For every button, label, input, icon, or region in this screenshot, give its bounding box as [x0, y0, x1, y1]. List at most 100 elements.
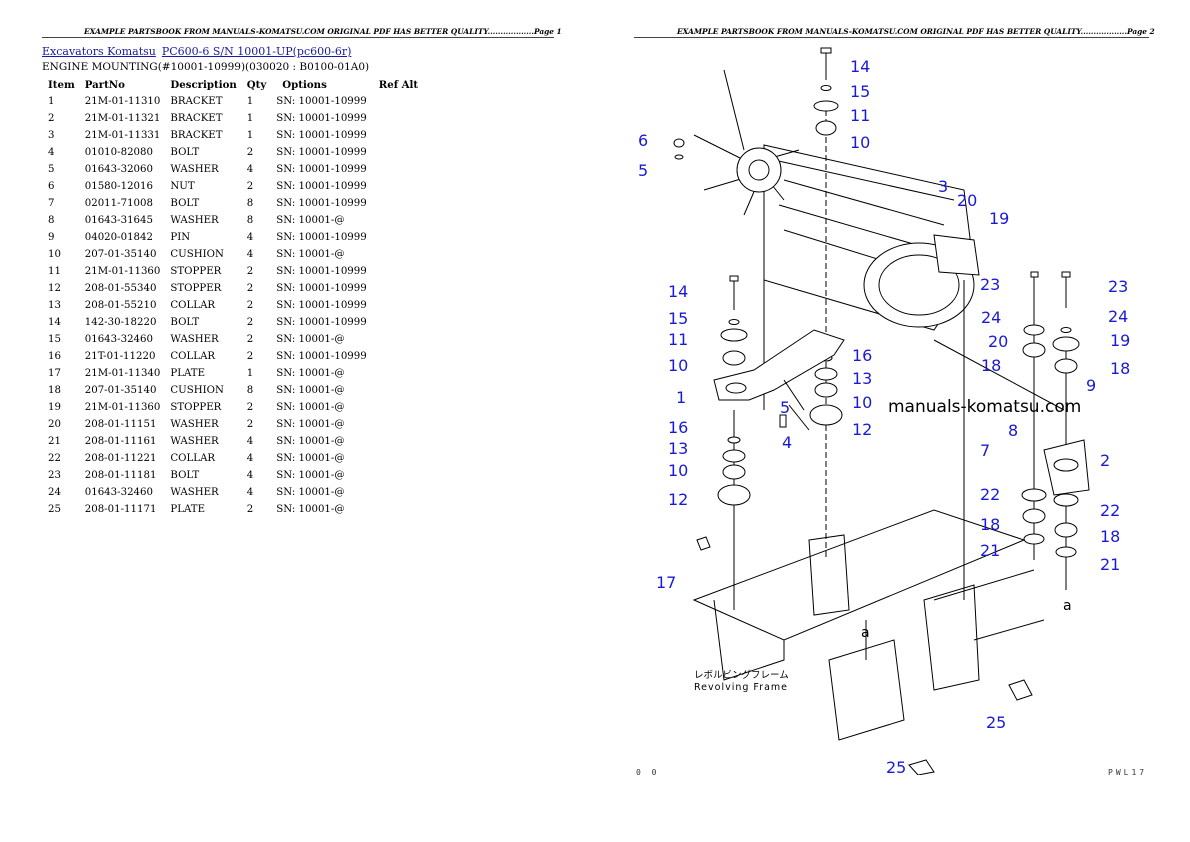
cell-options: SN: 10001-@ — [276, 385, 345, 396]
cell-options: SN: 10001-@ — [276, 436, 345, 447]
cell-refalt — [371, 110, 422, 127]
cell-description: BOLT — [170, 198, 200, 209]
cell-partno: 21M-01-11360 — [84, 266, 161, 277]
cell-item: 17 — [48, 368, 61, 379]
exploded-parts-diagram: レボルビングフレーム Revolving Frame a a manuals-k… — [638, 47, 1130, 775]
cell-qty: 4 — [246, 249, 254, 260]
cell-description: WASHER — [170, 487, 219, 498]
callout-label: 23 — [1108, 277, 1128, 296]
col-header-refalt: Ref Alt — [378, 78, 419, 91]
cell-item: 16 — [48, 351, 61, 362]
cell-partno: 21M-01-11331 — [84, 130, 161, 141]
cell-item: 13 — [48, 300, 61, 311]
cell-partno: 21M-01-11360 — [84, 402, 161, 413]
callout-label: 16 — [668, 418, 688, 437]
breadcrumb-link-model[interactable]: PC600-6 S/N 10001-UP(pc600-6r) — [161, 45, 352, 58]
cushions-washers — [673, 85, 1080, 558]
cell-item: 1 — [48, 96, 55, 107]
callout-label: 20 — [957, 191, 977, 210]
cell-item: 22 — [48, 453, 61, 464]
header-rule-left — [42, 37, 554, 38]
cell-description: WASHER — [170, 164, 219, 175]
callout-label: 13 — [668, 439, 688, 458]
callout-label: 18 — [981, 356, 1001, 375]
cell-options: SN: 10001-@ — [276, 470, 345, 481]
cell-qty: 4 — [246, 232, 254, 243]
cell-refalt — [371, 450, 422, 467]
callout-label: 13 — [852, 369, 872, 388]
cell-item: 6 — [48, 181, 55, 192]
callout-label: 24 — [1108, 307, 1128, 326]
bolts — [729, 47, 1071, 310]
cell-description: COLLAR — [170, 351, 216, 362]
cell-partno: 208-01-11161 — [84, 436, 157, 447]
callout-label: 21 — [980, 541, 1000, 560]
cell-options: SN: 10001-@ — [276, 249, 345, 260]
cell-description: COLLAR — [170, 453, 216, 464]
callout-label: 10 — [850, 133, 870, 152]
cell-refalt — [371, 399, 422, 416]
callout-label: 5 — [780, 398, 790, 417]
breadcrumb-link-excavators[interactable]: Excavators Komatsu — [42, 45, 156, 58]
callout-label: 16 — [852, 346, 872, 365]
cell-description: COLLAR — [170, 300, 216, 311]
cell-options: SN: 10001-10999 — [276, 351, 367, 362]
frame-label-en: Revolving Frame — [694, 682, 788, 693]
callout-label: 19 — [989, 209, 1009, 228]
cell-qty: 8 — [246, 198, 254, 209]
callout-label: 25 — [986, 713, 1006, 732]
cell-partno: 02011-71008 — [84, 198, 153, 209]
callout-labels: 1415111065320192324201823241918141511101… — [638, 57, 1130, 775]
cell-item: 24 — [48, 487, 61, 498]
cell-partno: 142-30-18220 — [84, 317, 157, 328]
cell-qty: 4 — [246, 436, 254, 447]
callout-label: 1 — [676, 388, 686, 407]
cell-item: 12 — [48, 283, 61, 294]
cell-refalt — [371, 229, 422, 246]
cell-description: PLATE — [170, 504, 206, 515]
ref-a-left: a — [861, 625, 870, 641]
col-header-options: Options — [282, 78, 327, 91]
table-header-row: Item PartNo Description Qty Options Ref … — [42, 76, 422, 93]
cell-description: BOLT — [170, 147, 200, 158]
col-header-qty: Qty — [246, 78, 267, 91]
cell-refalt — [371, 365, 422, 382]
callout-label: 7 — [980, 441, 990, 460]
cell-partno: 01643-32460 — [84, 487, 153, 498]
cell-options: SN: 10001-10999 — [276, 283, 367, 294]
cell-item: 3 — [48, 130, 55, 141]
cell-refalt — [371, 127, 422, 144]
cell-partno: 208-01-11181 — [84, 470, 157, 481]
cell-options: SN: 10001-10999 — [276, 266, 367, 277]
cell-description: WASHER — [170, 419, 219, 430]
cell-options: SN: 10001-10999 — [276, 113, 367, 124]
cell-qty: 2 — [246, 419, 254, 430]
callout-label: 19 — [1110, 331, 1130, 350]
cell-options: SN: 10001-@ — [276, 368, 345, 379]
cell-partno: 21M-01-11321 — [84, 113, 161, 124]
page-header-left: EXAMPLE PARTSBOOK FROM MANUALS-KOMATSU.C… — [84, 27, 562, 36]
parts-table: Item PartNo Description Qty Options Ref … — [42, 76, 422, 518]
callout-label: 18 — [980, 515, 1000, 534]
cell-item: 18 — [48, 385, 61, 396]
cell-description: WASHER — [170, 215, 219, 226]
cell-qty: 4 — [246, 164, 254, 175]
col-header-description: Description — [170, 78, 237, 91]
cell-options: SN: 10001-@ — [276, 453, 345, 464]
cell-refalt — [371, 280, 422, 297]
cell-options: SN: 10001-@ — [276, 487, 345, 498]
cell-item: 19 — [48, 402, 61, 413]
cell-partno: 208-01-11171 — [84, 504, 157, 515]
callout-label: 10 — [852, 393, 872, 412]
fan-outline — [693, 69, 800, 216]
